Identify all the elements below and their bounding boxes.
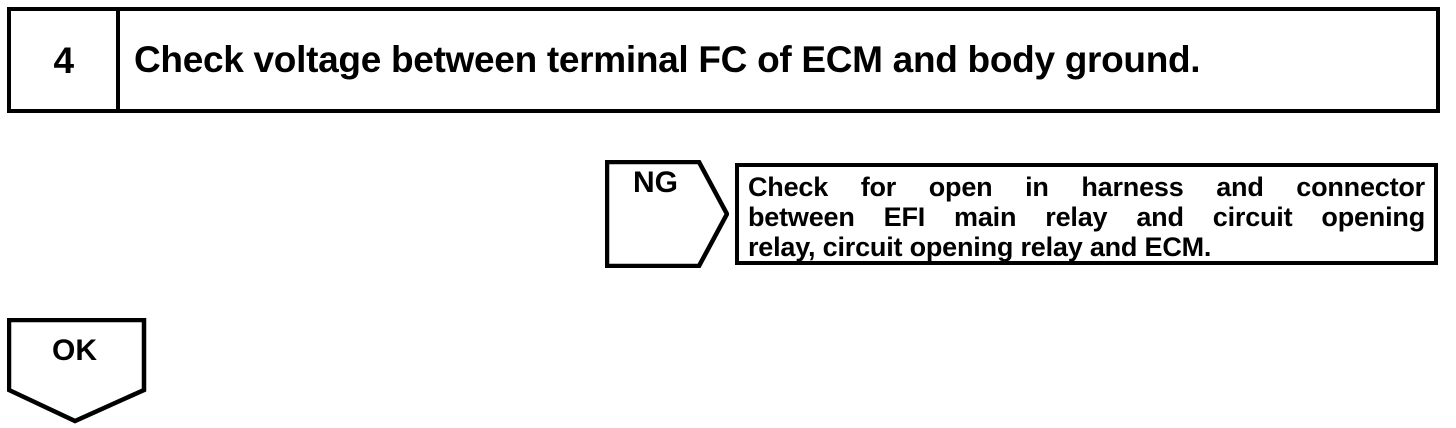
ok-pentagon-icon [7,318,147,424]
ng-result-text: Check for open in harness and connector … [748,172,1425,262]
step-instruction-box: 4 Check voltage between terminal FC of E… [7,7,1440,113]
ng-tag: NG [605,160,729,268]
ok-tag: OK [7,318,147,424]
ng-result-line-3: relay, circuit opening relay and ECM. [748,232,1212,262]
step-number: 4 [53,39,74,81]
ng-result-line-1: Check for open in harness and connector [748,172,1425,202]
step-number-cell: 4 [11,11,120,109]
ng-branch: NG Check for open in harness and connect… [605,160,1440,268]
ok-tag-label: OK [52,334,97,367]
ng-tag-label: NG [633,166,678,199]
step-instruction-cell: Check voltage between terminal FC of ECM… [120,11,1436,109]
ng-result-box: Check for open in harness and connector … [735,163,1438,265]
ng-result-line-2: between EFI main relay and circuit openi… [748,202,1425,232]
step-instruction-text: Check voltage between terminal FC of ECM… [134,38,1201,80]
ng-pentagon-icon [605,160,729,268]
